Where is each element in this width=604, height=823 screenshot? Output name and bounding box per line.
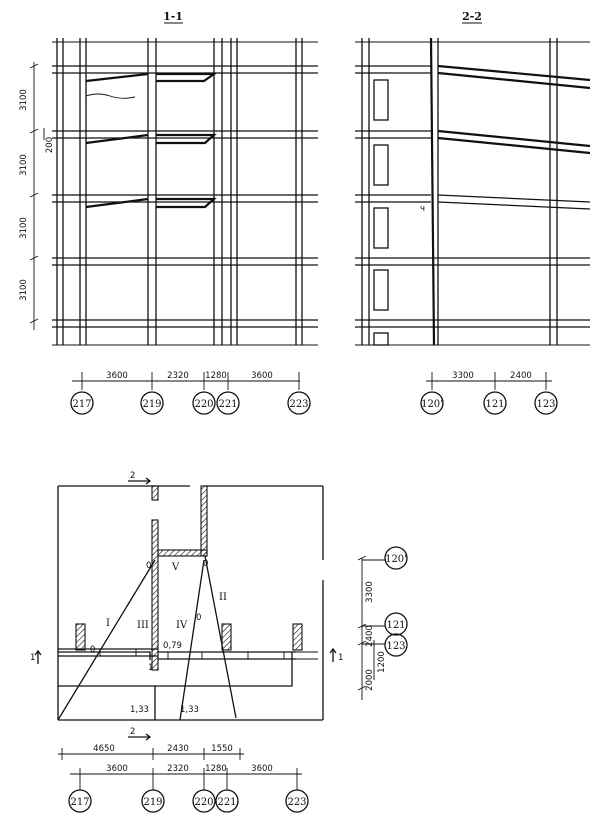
section-2-2-title: 2-2 (462, 10, 482, 23)
axis-label: 220 (194, 399, 213, 410)
axis-bubble (140, 391, 164, 415)
section-1-1-title: 1-1 (163, 10, 183, 23)
axis-bubble (534, 391, 558, 415)
zone-V: V (171, 562, 180, 573)
axis-bubble (285, 789, 309, 813)
point-label: 0 (90, 645, 95, 655)
right-dim-2: 2400 (365, 625, 375, 647)
bottom-dim-3: 1280 (205, 764, 227, 774)
zone-II: II (219, 592, 227, 603)
yield-lines (57, 555, 237, 721)
right-dim-3: 1200 (377, 651, 387, 673)
top-dim-1: 4650 (93, 744, 115, 754)
coef-079: 0,79 (163, 641, 182, 651)
axis-bubble (192, 391, 216, 415)
point-label: 1 (148, 663, 153, 673)
span-dimension-chain: 3600 2320 1280 3600 (72, 371, 300, 390)
deformed-slabs (85, 72, 218, 209)
cut-mark-top: 2 (130, 471, 135, 481)
top-dim-2: 2430 (167, 744, 189, 754)
axis-label: 221 (218, 399, 237, 410)
coef-133-right: 1,33 (180, 705, 199, 715)
span-dim-2: 2320 (167, 371, 189, 381)
span-dim-1: 3300 (452, 371, 474, 381)
plan-right-axes: 3300 2400 1200 2000 120' 121 123 (357, 546, 408, 700)
axis-label: 223 (287, 797, 306, 808)
axis-bubble (192, 789, 216, 813)
axis-bubble (384, 633, 408, 657)
point-label-0-right: 0 (196, 613, 201, 623)
axis-bubble (420, 391, 444, 415)
level-dim-2: 3100 (19, 154, 29, 176)
section-2-2-frame: ч (355, 37, 591, 346)
axis-bubble (70, 391, 94, 415)
span-dim-4: 3600 (251, 371, 273, 381)
axis-bubble (215, 789, 239, 813)
top-dim-3: 1550 (211, 744, 233, 754)
axis-bubble (384, 546, 408, 570)
cut-mark-right: 1 (338, 653, 343, 663)
floor-plan: I II III IV V 0 0 0 1 0 0,79 1,33 1,33 2… (30, 471, 408, 813)
bottom-dim-1: 3600 (106, 764, 128, 774)
right-dim-1: 3300 (365, 581, 375, 603)
axis-label: 219 (143, 797, 162, 808)
zone-IV: IV (176, 620, 188, 631)
section-cut-marks: 2 2 1 1 (30, 471, 343, 741)
axis-label: 121 (386, 620, 405, 631)
axis-label: 123 (536, 399, 555, 410)
zone-labels: I II III IV V 0 0 0 1 0 0,79 1,33 1,33 (90, 559, 227, 715)
plan-bottom-dims: 4650 2430 1550 3600 2320 1280 3600 217 2… (58, 744, 309, 813)
axis-bubble (287, 391, 311, 415)
section-1-1: 1-1 (19, 10, 318, 415)
level-dim-3: 3100 (19, 217, 29, 239)
point-label: 0 (203, 559, 208, 569)
span-dim-2: 2400 (510, 371, 532, 381)
zone-I: I (106, 618, 110, 629)
span-dim-1: 3600 (106, 371, 128, 381)
axis-label: 121 (485, 399, 504, 410)
plan-outline (57, 485, 324, 721)
inner-dim: 200 (45, 137, 55, 153)
axis-label: 220 (194, 797, 213, 808)
axis-bubble (68, 789, 92, 813)
axis-label: 217 (72, 399, 91, 410)
crack-mark: ч (420, 204, 425, 214)
axis-bubbles-1: 217 219 220 221 223 (70, 391, 311, 415)
axis-bubble (216, 391, 240, 415)
axis-label: 217 (70, 797, 89, 808)
level-dimension-chain: 3100 3100 3100 3100 200 (19, 62, 55, 330)
plan-slab-lines (58, 648, 318, 660)
plan-walls (75, 485, 303, 671)
axis-label: 219 (142, 399, 161, 410)
axis-label: 120' (385, 554, 407, 565)
level-dim-1: 3100 (19, 89, 29, 111)
axis-bubble (141, 789, 165, 813)
coef-133-left: 1,33 (130, 705, 149, 715)
zone-III: III (137, 620, 149, 631)
bottom-dim-2: 2320 (167, 764, 189, 774)
frame-slabs (52, 41, 318, 346)
right-dim-4: 2000 (365, 669, 375, 691)
span-dim-3: 1280 (205, 371, 227, 381)
axis-label: 120' (421, 399, 443, 410)
level-dim-4: 3100 (19, 279, 29, 301)
frame-columns (56, 38, 303, 345)
axis-bubble (384, 612, 408, 636)
axis-label: 123 (386, 641, 405, 652)
section-2-2: 2-2 (355, 10, 591, 415)
bottom-dim-4: 3600 (251, 764, 273, 774)
axis-bubble (483, 391, 507, 415)
cut-mark-bottom: 2 (130, 727, 135, 737)
section-2-2-dims: 3300 2400 120' 121 123 (420, 371, 558, 415)
axis-label: 221 (217, 797, 236, 808)
point-label: 0 (146, 561, 151, 571)
cut-mark-left: 1 (30, 653, 35, 663)
axis-label: 223 (289, 399, 308, 410)
